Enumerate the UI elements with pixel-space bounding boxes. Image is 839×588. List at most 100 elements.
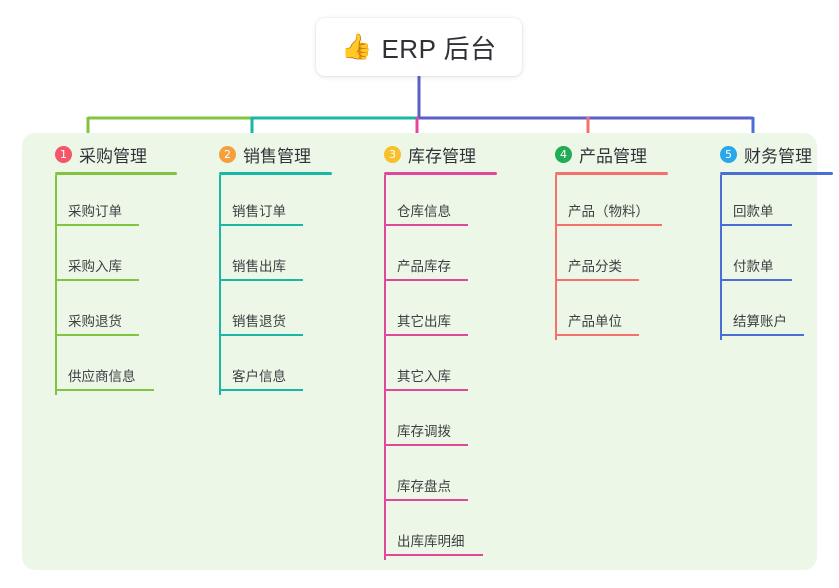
- branch-item-label: 付款单: [733, 259, 774, 274]
- branch-item-rule: [384, 224, 468, 226]
- branch-item-rule: [219, 334, 303, 336]
- branch-rule-1: [55, 172, 177, 175]
- branch-item-label: 销售订单: [232, 204, 286, 219]
- branch-item-label: 回款单: [733, 204, 774, 219]
- root-node[interactable]: 👍 ERP 后台: [316, 18, 522, 76]
- branch-item-label: 采购退货: [68, 314, 122, 329]
- branch-item-rule: [720, 224, 792, 226]
- branch-badge-2: 2: [219, 145, 236, 163]
- root-node-label: ERP 后台: [381, 33, 497, 64]
- branch-title-1: 采购管理: [79, 146, 147, 166]
- branch-header-4[interactable]: 4 产品管理: [542, 141, 668, 167]
- branch-item-rule: [384, 554, 483, 556]
- branch-item-rule: [55, 279, 139, 281]
- branch-spine: [219, 175, 221, 395]
- branch-item[interactable]: 结算账户: [707, 285, 833, 340]
- branch-item-rule: [555, 334, 639, 336]
- branch-item-label: 其它出库: [397, 314, 451, 329]
- branch-item-rule: [720, 334, 804, 336]
- branch-rule-3: [384, 172, 497, 175]
- branch-item-label: 销售出库: [232, 259, 286, 274]
- branch-item-rule: [384, 279, 468, 281]
- branch-item[interactable]: 销售出库: [206, 230, 332, 285]
- branch-item-label: 库存盘点: [397, 479, 451, 494]
- branch-item[interactable]: 客户信息: [206, 340, 332, 395]
- branch-item[interactable]: 产品分类: [542, 230, 668, 285]
- branch-column-2: 2 销售管理 销售订单销售出库销售退货客户信息: [206, 141, 332, 395]
- branch-item-label: 结算账户: [733, 314, 787, 329]
- branch-items-1: 采购订单采购入库采购退货供应商信息: [42, 175, 177, 395]
- branch-header-1[interactable]: 1 采购管理: [42, 141, 177, 167]
- branch-item[interactable]: 回款单: [707, 175, 833, 230]
- branch-item-label: 仓库信息: [397, 204, 451, 219]
- branch-items-3: 仓库信息产品库存其它出库其它入库库存调拨库存盘点出库库明细: [371, 175, 497, 560]
- thumbs-up-icon: 👍: [341, 32, 373, 61]
- branch-header-2[interactable]: 2 销售管理: [206, 141, 332, 167]
- branch-item-label: 库存调拨: [397, 424, 451, 439]
- branch-spine: [55, 175, 57, 395]
- branch-badge-5: 5: [720, 145, 737, 163]
- branch-badge-3: 3: [384, 145, 401, 163]
- branch-column-5: 5 财务管理 回款单付款单结算账户: [707, 141, 833, 340]
- branch-item-rule: [55, 224, 139, 226]
- branch-rule-5: [720, 172, 833, 175]
- branch-item-label: 采购入库: [68, 259, 122, 274]
- branch-item[interactable]: 产品库存: [371, 230, 497, 285]
- branch-title-2: 销售管理: [243, 146, 311, 166]
- branch-item[interactable]: 库存盘点: [371, 450, 497, 505]
- branch-item[interactable]: 产品（物料）: [542, 175, 668, 230]
- branch-item[interactable]: 采购退货: [42, 285, 177, 340]
- branch-title-4: 产品管理: [579, 146, 647, 166]
- branch-header-3[interactable]: 3 库存管理: [371, 141, 497, 167]
- branch-title-5: 财务管理: [744, 146, 812, 166]
- branch-item-rule: [384, 334, 468, 336]
- branch-item-rule: [555, 279, 639, 281]
- branch-item[interactable]: 付款单: [707, 230, 833, 285]
- branch-item-label: 产品（物料）: [568, 204, 649, 219]
- branch-item-label: 其它入库: [397, 369, 451, 384]
- branch-item[interactable]: 其它入库: [371, 340, 497, 395]
- branch-item-label: 出库库明细: [397, 534, 465, 549]
- branch-item[interactable]: 其它出库: [371, 285, 497, 340]
- branch-spine: [555, 175, 557, 340]
- branch-item[interactable]: 采购订单: [42, 175, 177, 230]
- branch-item-rule: [555, 224, 662, 226]
- branch-item-rule: [219, 389, 303, 391]
- branch-item[interactable]: 采购入库: [42, 230, 177, 285]
- branch-item-label: 产品分类: [568, 259, 622, 274]
- branch-items-4: 产品（物料） 产品分类产品单位: [542, 175, 668, 340]
- branch-item-rule: [384, 444, 468, 446]
- branch-item[interactable]: 仓库信息: [371, 175, 497, 230]
- branch-item[interactable]: 销售订单: [206, 175, 332, 230]
- branch-item-label: 销售退货: [232, 314, 286, 329]
- branch-items-2: 销售订单销售出库销售退货客户信息: [206, 175, 332, 395]
- branch-item-rule: [219, 224, 303, 226]
- branch-item[interactable]: 出库库明细: [371, 505, 497, 560]
- branch-item-label: 供应商信息: [68, 369, 136, 384]
- branch-spine: [384, 175, 386, 560]
- branch-item[interactable]: 库存调拨: [371, 395, 497, 450]
- branch-item[interactable]: 产品单位: [542, 285, 668, 340]
- branch-item-label: 产品单位: [568, 314, 622, 329]
- branch-item-rule: [720, 279, 792, 281]
- branch-title-3: 库存管理: [408, 146, 476, 166]
- branch-column-1: 1 采购管理 采购订单采购入库采购退货供应商信息: [42, 141, 177, 395]
- branch-item-label: 产品库存: [397, 259, 451, 274]
- branch-item-rule: [384, 499, 468, 501]
- branch-item-label: 客户信息: [232, 369, 286, 384]
- branch-item-rule: [55, 334, 139, 336]
- branch-badge-4: 4: [555, 145, 572, 163]
- branch-column-3: 3 库存管理 仓库信息产品库存其它出库其它入库库存调拨库存盘点出库库明细: [371, 141, 497, 560]
- branch-spine: [720, 175, 722, 340]
- branch-column-4: 4 产品管理 产品（物料） 产品分类产品单位: [542, 141, 668, 340]
- branch-item[interactable]: 供应商信息: [42, 340, 177, 395]
- branch-badge-1: 1: [55, 145, 72, 163]
- branch-item-rule: [219, 279, 303, 281]
- branch-header-5[interactable]: 5 财务管理: [707, 141, 833, 167]
- branch-rule-4: [555, 172, 668, 175]
- branch-item[interactable]: 销售退货: [206, 285, 332, 340]
- branch-item-rule: [55, 389, 154, 391]
- diagram-panel: [22, 133, 817, 570]
- branch-item-rule: [384, 389, 468, 391]
- branch-items-5: 回款单付款单结算账户: [707, 175, 833, 340]
